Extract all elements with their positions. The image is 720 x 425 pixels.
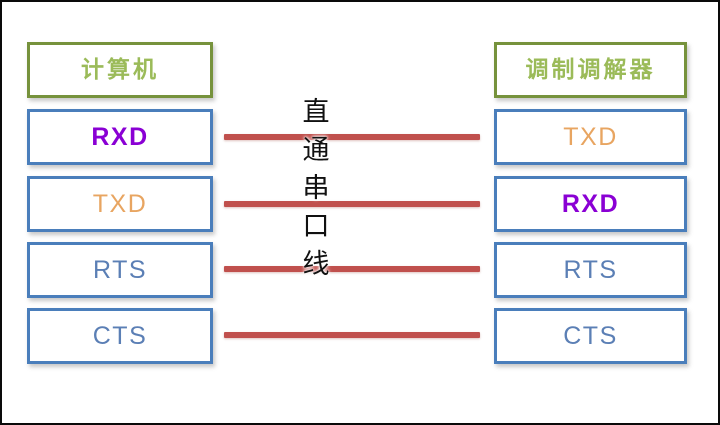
center-caption-char-4: 口 [302, 211, 330, 242]
left-header-box: 计算机 [27, 42, 213, 98]
right-signal-box-rts: RTS [494, 242, 687, 298]
right-signal-box-txd: TXD [494, 109, 687, 165]
left-signal-box-txd: TXD [27, 176, 213, 232]
left-signal-box-rxd: RXD [27, 109, 213, 165]
left-signal-box-cts: CTS [27, 308, 213, 364]
right-header-label: 调制调解器 [525, 56, 656, 83]
wire-rts-to-rts [224, 266, 480, 272]
right-signal-label-txd: TXD [563, 122, 618, 151]
left-signal-label-rts: RTS [92, 255, 148, 284]
center-caption: 直 通 串 口 线 [293, 94, 339, 284]
center-caption-char-1: 直 [302, 97, 330, 128]
left-signal-label-cts: CTS [92, 321, 148, 350]
wire-rxd-to-txd [224, 134, 480, 140]
left-signal-label-rxd: RXD [91, 122, 149, 151]
wire-cts-to-cts [224, 332, 480, 338]
right-signal-box-rxd: RXD [494, 176, 687, 232]
right-signal-label-rts: RTS [563, 255, 618, 284]
left-header-label: 计算机 [81, 56, 159, 83]
left-signal-box-rts: RTS [27, 242, 213, 298]
right-signal-box-cts: CTS [494, 308, 687, 364]
wire-txd-to-rxd [224, 201, 480, 207]
right-header-box: 调制调解器 [494, 42, 687, 98]
left-signal-label-txd: TXD [92, 189, 148, 218]
right-signal-label-rxd: RXD [561, 189, 620, 218]
right-signal-label-cts: CTS [563, 321, 618, 350]
center-caption-char-5: 线 [302, 249, 330, 280]
